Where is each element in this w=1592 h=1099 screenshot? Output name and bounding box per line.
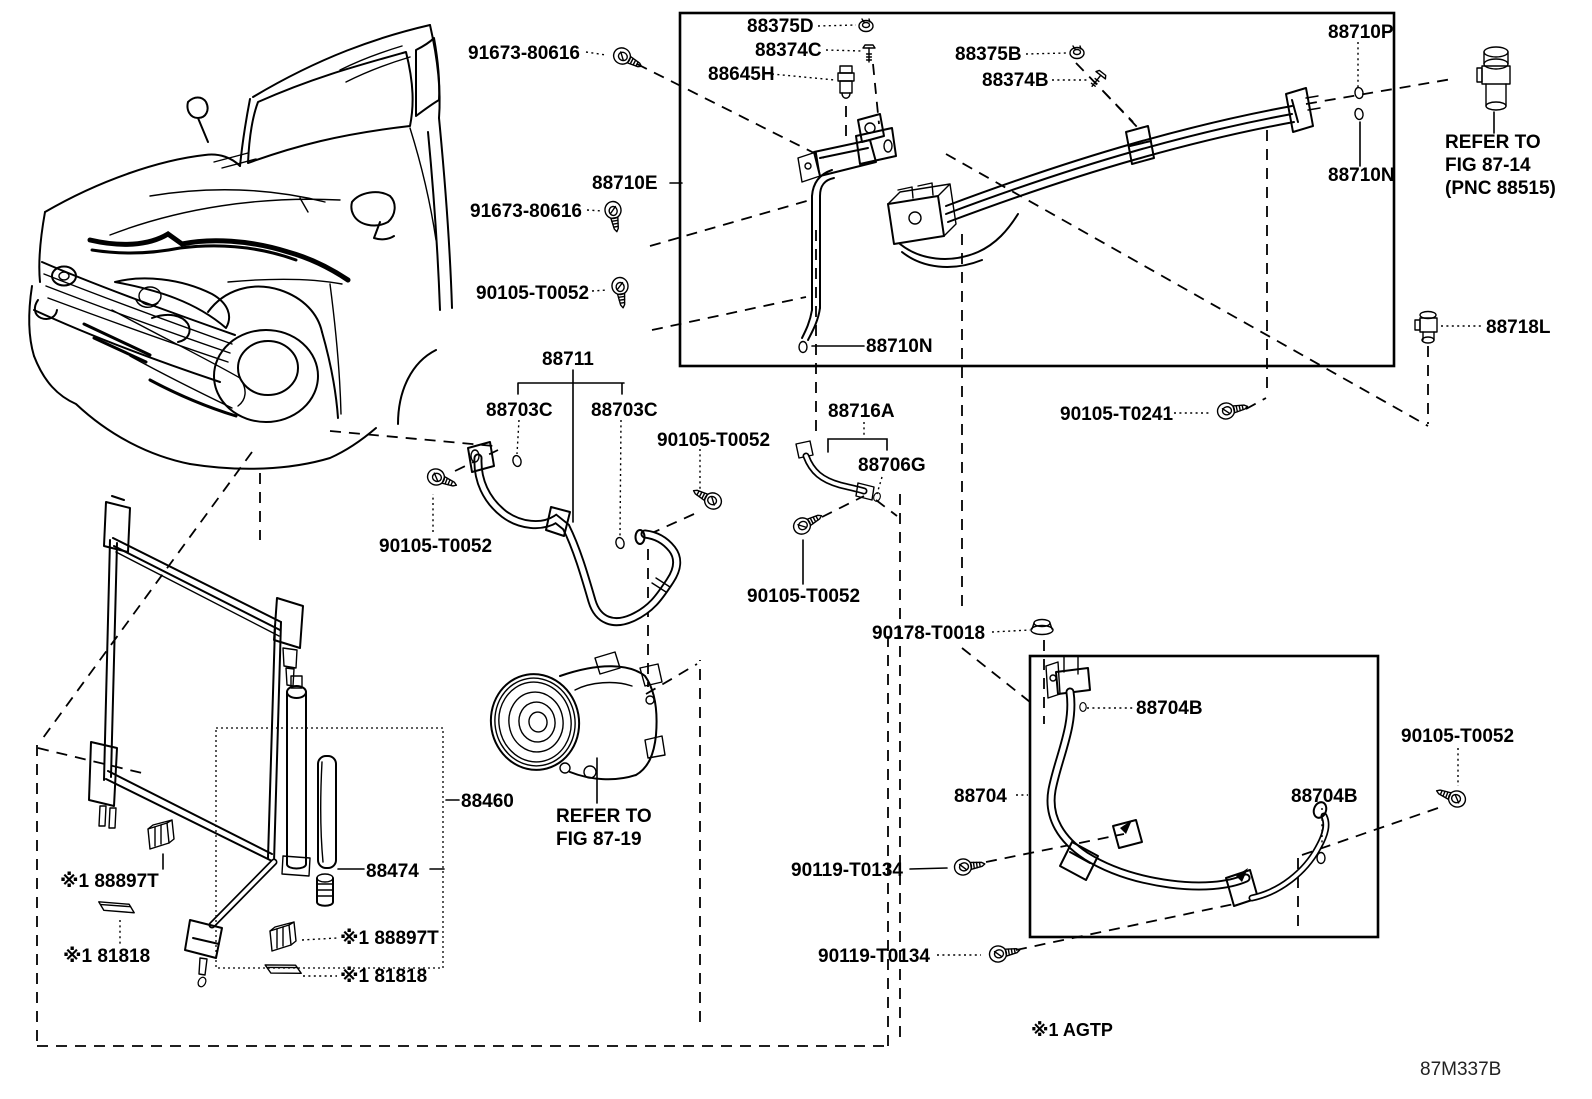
label-88374C: 88374C xyxy=(755,40,822,61)
compressor-sketch xyxy=(489,651,666,781)
screw-90119-T0134-2-icon xyxy=(987,941,1022,965)
label-88703C-left: 88703C xyxy=(486,400,553,421)
label-88706G: 88706G xyxy=(858,455,926,476)
sensor-88645H-icon xyxy=(837,65,855,99)
label-88710N-box: 88710N xyxy=(866,336,933,357)
label-refer-fig87-14-line2: FIG 87-14 xyxy=(1445,155,1531,176)
screw-90105-T0052-3-icon xyxy=(689,482,725,513)
label-88897T-right: ※1 88897T xyxy=(340,928,439,949)
screw-91673-80616-1-icon xyxy=(610,44,646,75)
screw-90105-T0052-5-icon xyxy=(1432,782,1469,811)
leader-lines xyxy=(119,24,1495,977)
oring-88710N-lower-icon xyxy=(798,340,808,354)
discharge-hose-88711 xyxy=(467,441,682,627)
label-88645H: 88645H xyxy=(708,64,775,85)
label-90105-T0241: 90105-T0241 xyxy=(1060,404,1173,425)
oring-88703C-1-icon xyxy=(511,453,523,469)
strip-81818-right-icon xyxy=(263,959,304,979)
suction-hose-box xyxy=(1028,654,1380,939)
label-90105-T0052-5: 90105-T0052 xyxy=(1401,726,1514,747)
projection-lines xyxy=(36,62,1453,1047)
screw-90105-T0241-icon xyxy=(1215,397,1250,422)
label-refer-fig87-14-line3: (PNC 88515) xyxy=(1445,178,1556,199)
oring-88704B-top-icon xyxy=(1079,702,1087,712)
nut-88375B-icon xyxy=(1069,45,1085,60)
label-90178-T0018: 90178-T0018 xyxy=(872,623,985,644)
label-88704B-top: 88704B xyxy=(1136,698,1203,719)
label-90105-T0052-2: 90105-T0052 xyxy=(657,430,770,451)
label-88703C-right: 88703C xyxy=(591,400,658,421)
refer-fig87-14-part-icon xyxy=(1476,46,1511,111)
label-88710N-right: 88710N xyxy=(1328,165,1395,186)
condenser-oring-icon xyxy=(196,975,208,989)
bolt-88374C-icon xyxy=(862,44,876,63)
bolt-88374B-icon xyxy=(1086,68,1108,91)
clip-88897T-left-icon xyxy=(147,819,175,850)
clamp-88718L-icon xyxy=(1414,310,1438,344)
vehicle-sketch xyxy=(28,24,453,470)
drawing-code: 87M337B xyxy=(1420,1059,1501,1080)
pipe-detail-box xyxy=(678,11,1396,368)
oring-88704B-bottom-icon xyxy=(1316,851,1326,865)
oring-88703C-2-icon xyxy=(614,535,626,551)
condenser-assembly xyxy=(88,495,444,989)
screw-90105-T0052-2-icon xyxy=(424,465,461,494)
label-90105-T0052-4: 90105-T0052 xyxy=(747,586,860,607)
screw-91673-80616-2-icon xyxy=(602,199,626,234)
label-88718L: 88718L xyxy=(1486,317,1551,338)
label-88710E: 88710E xyxy=(592,173,658,194)
part-labels: 91673-80616 88375D 88374C 88645H 88375B … xyxy=(60,16,1556,1080)
label-88704B-bottom: 88704B xyxy=(1291,786,1358,807)
label-88711: 88711 xyxy=(542,349,594,370)
label-90105-T0052-3: 90105-T0052 xyxy=(379,536,492,557)
liquid-pipe-88716A xyxy=(795,438,888,503)
label-91673-80616-2: 91673-80616 xyxy=(470,201,582,222)
label-81818-right: ※1 81818 xyxy=(340,966,427,987)
clip-88897T-right-icon xyxy=(269,921,297,952)
label-88374B: 88374B xyxy=(982,70,1049,91)
fastener-icons xyxy=(424,18,1511,965)
label-refer-fig87-14-line1: REFER TO xyxy=(1445,132,1541,153)
label-90119-T0134-1: 90119-T0134 xyxy=(791,860,903,881)
footnote-agtp: ※1 AGTP xyxy=(1031,1020,1113,1040)
nut-88375D-icon xyxy=(858,18,874,33)
screw-90105-T0052-4-icon xyxy=(790,507,826,538)
label-88710P: 88710P xyxy=(1328,22,1394,43)
label-81818-left: ※1 81818 xyxy=(63,946,150,967)
label-88704: 88704 xyxy=(954,786,1007,807)
grommet-90178-T0018-icon xyxy=(1030,618,1054,636)
strip-81818-left-icon xyxy=(96,896,137,919)
label-88716A: 88716A xyxy=(828,401,895,422)
screw-90105-T0052-1-icon xyxy=(610,275,632,310)
oring-88710N-icon xyxy=(1353,107,1365,121)
screw-90119-T0134-1-icon xyxy=(952,855,987,877)
label-90119-T0134-2: 90119-T0134 xyxy=(818,946,930,967)
label-90105-T0052-1: 90105-T0052 xyxy=(476,283,589,304)
label-88897T-left: ※1 88897T xyxy=(60,871,159,892)
label-88474: 88474 xyxy=(366,861,419,882)
label-88460: 88460 xyxy=(461,791,514,812)
label-refer-fig87-19-line2: FIG 87-19 xyxy=(556,829,642,850)
label-91673-80616-1: 91673-80616 xyxy=(468,43,580,64)
label-88375D: 88375D xyxy=(747,16,814,37)
label-refer-fig87-19-line1: REFER TO xyxy=(556,806,652,827)
label-88375B: 88375B xyxy=(955,44,1022,65)
oring-88710P-icon xyxy=(1353,86,1365,100)
condenser-callout-bracket xyxy=(215,727,444,969)
